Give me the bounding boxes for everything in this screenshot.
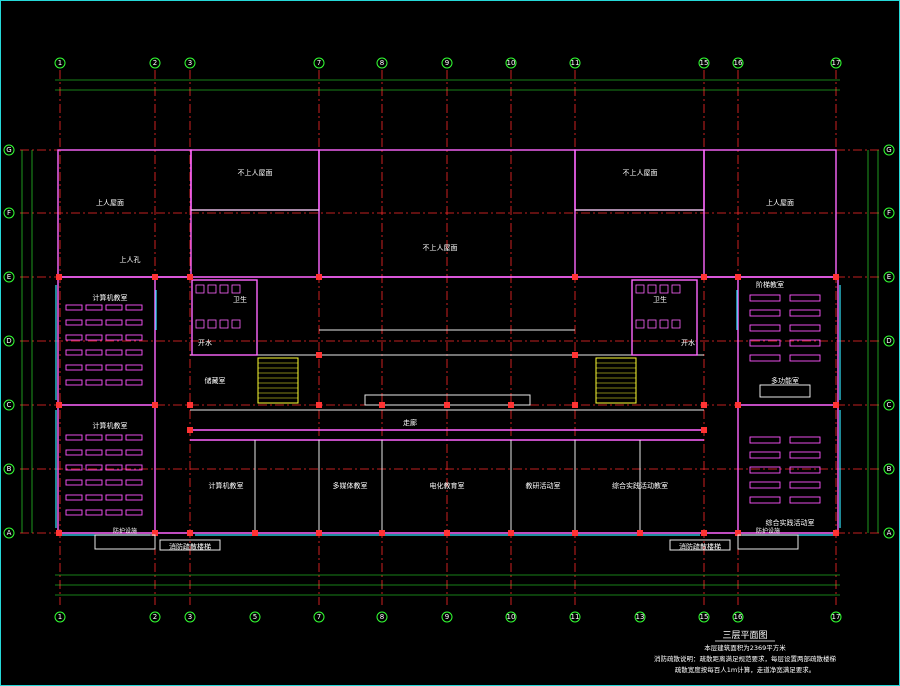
axis-label: 8	[380, 613, 384, 621]
axis-label: A	[887, 529, 892, 537]
room-label-e: 综合实践活动教室	[612, 481, 668, 490]
axis-label: 3	[188, 59, 192, 67]
axis-label: 8	[380, 59, 384, 67]
axis-label: 16	[734, 613, 743, 621]
axis-label: C	[887, 401, 892, 409]
entrances	[94, 534, 799, 551]
room-label-restroom-right: 卫生	[653, 295, 667, 304]
axis-bubbles-top: 1 2 3 7 8 9 10 11 15 16 17	[54, 57, 842, 69]
room-label-lab-lower: 计算机教室	[93, 421, 128, 430]
axis-bubbles-left: G F E D C B A	[3, 144, 15, 539]
axis-label: 17	[832, 59, 841, 67]
axis-bubbles-right: G F E D C B A	[883, 144, 895, 539]
entrance-label-left: 防护设施	[113, 527, 137, 535]
room-label-lab-upper: 计算机教室	[93, 293, 128, 302]
room-label-roof-left-sub: 不上人屋面	[238, 168, 273, 177]
room-label-roof-right-sub: 不上人屋面	[623, 168, 658, 177]
axis-label: 16	[734, 59, 743, 67]
room-label-right-lower: 综合实践活动室	[766, 518, 815, 527]
room-label-roof-right: 上人屋面	[766, 198, 794, 207]
title-note-3: 疏散宽度按每百人1m计算，走道净宽满足要求。	[675, 665, 815, 674]
restroom-blocks	[191, 279, 698, 356]
room-label-corridor: 走廊	[403, 418, 417, 427]
structural-columns	[56, 274, 839, 536]
entrance-label-right: 防护设施	[756, 527, 780, 535]
room-label-a: 计算机教室	[209, 481, 244, 490]
axis-label: 7	[317, 59, 321, 67]
axis-label: F	[7, 209, 11, 217]
room-labels: 上人屋面 不上人屋面 不上人屋面 不上人屋面 上人屋面 上人孔 计算机教室 计算…	[93, 168, 815, 551]
axis-label: D	[886, 337, 891, 345]
axis-label: G	[886, 146, 891, 154]
stair-label-left: 消防疏散楼梯	[169, 542, 211, 551]
title-block: 三层平面图 本层建筑面积为2369平方米 消防疏散说明：疏散距离满足规范要求，每…	[654, 630, 837, 674]
axis-label: E	[7, 273, 11, 281]
stair-label-right: 消防疏散楼梯	[679, 542, 721, 551]
stairs	[257, 357, 637, 404]
desk-rows-left	[65, 304, 143, 516]
axis-label: G	[6, 146, 11, 154]
room-label-right-upper: 阶梯教室	[756, 280, 784, 289]
title-note-2: 消防疏散说明：疏散距离满足规范要求，每层设置两部疏散楼梯	[654, 654, 837, 663]
axis-label: 1	[58, 59, 62, 67]
axis-label: 9	[445, 613, 449, 621]
axis-label: 15	[700, 59, 709, 67]
title-note-1: 本层建筑面积为2369平方米	[704, 643, 786, 652]
room-label-roof-center: 不上人屋面	[423, 243, 458, 252]
axis-label: 13	[636, 613, 645, 621]
axis-label: 5	[253, 613, 257, 621]
axis-label: A	[7, 529, 12, 537]
axis-label: 9	[445, 59, 449, 67]
room-label-d: 教研活动室	[526, 481, 561, 490]
axis-label: E	[887, 273, 891, 281]
axis-label: 7	[317, 613, 321, 621]
room-label-b: 多媒体教室	[333, 481, 368, 490]
room-label-restroom-left: 卫生	[233, 295, 247, 304]
room-label-pantry-left: 开水	[198, 338, 212, 347]
axis-label: 2	[153, 59, 157, 67]
dimension-lines	[21, 79, 879, 596]
axis-label: B	[7, 465, 12, 473]
room-label-roof-left: 上人屋面	[96, 198, 124, 207]
axis-label: 2	[153, 613, 157, 621]
room-label-pantry-right: 开水	[681, 338, 695, 347]
axis-label: 15	[700, 613, 709, 621]
axis-label: F	[887, 209, 891, 217]
axis-label: 10	[507, 59, 516, 67]
desk-rows-right	[749, 294, 821, 504]
axis-label: 3	[188, 613, 192, 621]
axis-label: 10	[507, 613, 516, 621]
axis-label: C	[7, 401, 12, 409]
axis-bubbles-bottom: 1 2 3 5 7 8 9 10 11 13 15 16 17	[54, 611, 842, 623]
axis-label: 1	[58, 613, 62, 621]
axis-label: D	[6, 337, 11, 345]
axis-label: 11	[571, 613, 580, 621]
room-label-roof-access: 上人孔	[120, 255, 141, 264]
axis-label: 11	[571, 59, 580, 67]
axis-label: B	[887, 465, 892, 473]
room-label-storage: 储藏室	[205, 376, 226, 385]
axis-label: 17	[832, 613, 841, 621]
drawing-title: 三层平面图	[722, 630, 767, 641]
room-label-right-mid: 多功能室	[771, 376, 799, 385]
room-label-c: 电化教育室	[430, 481, 465, 490]
